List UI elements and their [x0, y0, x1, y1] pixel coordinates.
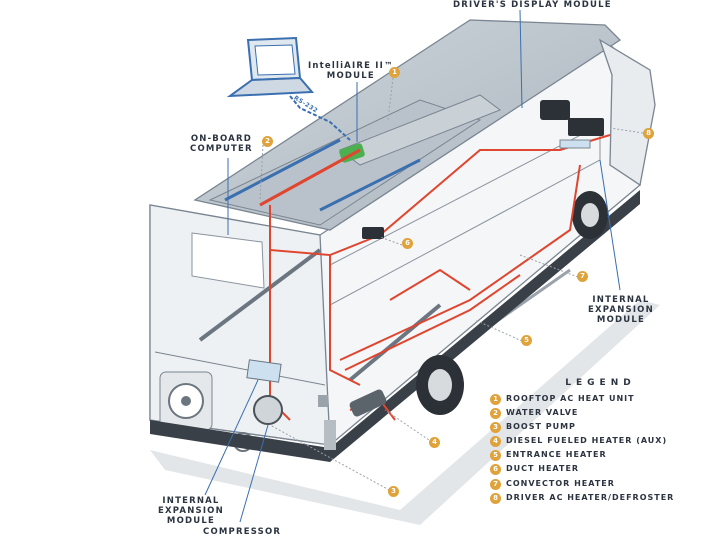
internal-expansion-left-line2: EXPANSION [158, 506, 224, 516]
onboard-computer-label: ON-BOARD COMPUTER [190, 134, 253, 154]
intelliaire-module-line2: MODULE [326, 71, 375, 81]
legend-label: ROOFTOP AC HEAT UNIT [506, 394, 635, 403]
legend-item: 7 CONVECTOR HEATER [488, 478, 713, 492]
rs232-cable [289, 95, 351, 141]
legend-label: DUCT HEATER [506, 464, 580, 474]
internal-expansion-right-line2: EXPANSION [588, 305, 654, 315]
marker-entrance-heater: 5 [521, 335, 532, 346]
onboard-computer-line1: ON-BOARD [190, 134, 252, 144]
marker-rooftop-unit: 1 [389, 67, 400, 78]
legend-marker: 6 [490, 464, 501, 476]
internal-expansion-left-line1: INTERNAL [162, 496, 220, 506]
legend-label: CONVECTOR HEATER [506, 478, 615, 488]
legend-marker: 1 [490, 394, 501, 405]
rooftop-ac-unit [208, 94, 502, 226]
legend-marker: 5 [490, 450, 501, 462]
bumper [150, 420, 330, 462]
marker-lines [259, 77, 644, 493]
legend-item: 2 WATER VALVE [488, 407, 713, 421]
internal-expansion-left-label: INTERNAL EXPANSION MODULE [158, 496, 224, 526]
compressor-label: COMPRESSOR [203, 527, 282, 537]
rear-grille [159, 371, 213, 431]
wheels [416, 191, 608, 415]
leader-lines [204, 9, 621, 523]
internal-expansion-right-line3: MODULE [596, 315, 645, 325]
legend-marker: 2 [490, 408, 501, 420]
legend-label: DIESEL FUELED HEATER (AUX) [506, 436, 668, 446]
marker-diesel-heater: 4 [429, 437, 440, 448]
internal-expansion-left-line3: MODULE [166, 516, 215, 526]
legend-item: 8 DRIVER AC HEATER/DEFROSTER [488, 492, 713, 506]
internal-expansion-right-line1: INTERNAL [592, 295, 650, 305]
marker-duct-heater: 6 [402, 238, 413, 249]
intelliaire-module-label: IntelliAIRE II™ MODULE [308, 61, 394, 81]
internal-expansion-right-label: INTERNAL EXPANSION MODULE [588, 295, 654, 325]
laptop-icon [226, 36, 315, 98]
legend: LEGEND 1 ROOFTOP AC HEAT UNIT 2 WATER VA… [488, 378, 713, 506]
legend-item: 6 DUCT HEATER [488, 463, 713, 477]
legend-item: 4 DIESEL FUELED HEATER (AUX) [488, 435, 713, 449]
marker-convector-heater: 7 [577, 271, 588, 282]
marker-boost-pump: 3 [388, 486, 399, 497]
intelliaire-module-line1: IntelliAIRE II™ [308, 61, 394, 71]
legend-label: DRIVER AC HEATER/DEFROSTER [506, 492, 675, 502]
legend-marker: 7 [490, 478, 501, 490]
legend-title: LEGEND [565, 378, 636, 388]
legend-label: ENTRANCE HEATER [506, 450, 607, 460]
onboard-computer-line2: COMPUTER [190, 144, 253, 154]
legend-label: BOOST PUMP [506, 422, 576, 432]
side-skirt [330, 190, 640, 462]
marker-water-valve: 2 [262, 136, 273, 147]
legend-item: 3 BOOST PUMP [488, 421, 713, 435]
legend-marker: 4 [490, 436, 501, 448]
legend-item: 1 ROOFTOP AC HEAT UNIT [488, 393, 713, 407]
legend-marker: 8 [490, 492, 501, 504]
drivers-display-module-label: DRIVER'S DISPLAY MODULE [453, 0, 612, 10]
legend-marker: 3 [490, 422, 501, 434]
components [246, 100, 604, 450]
legend-item: 5 ENTRANCE HEATER [488, 449, 713, 463]
legend-label: WATER VALVE [506, 408, 579, 418]
marker-driver-defroster: 8 [643, 128, 654, 139]
